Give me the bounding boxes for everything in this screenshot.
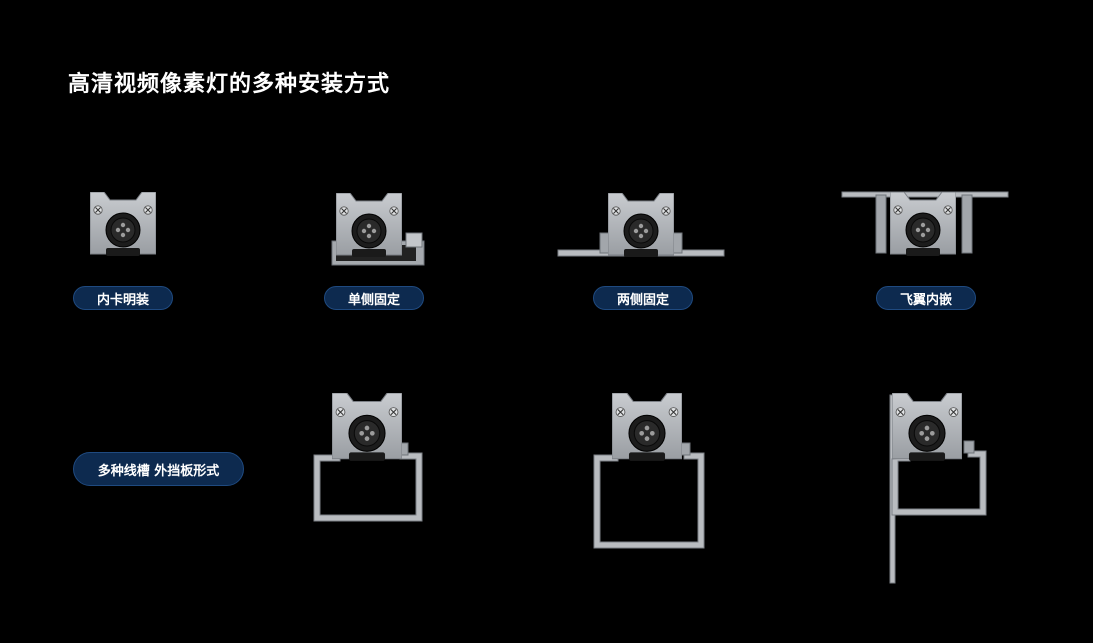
label-single-side: 单侧固定 bbox=[324, 286, 424, 310]
label-both-sides: 两侧固定 bbox=[593, 286, 693, 310]
mount-flying-wing-diagram bbox=[841, 190, 1009, 260]
mount-channel-c-diagram bbox=[888, 393, 990, 585]
mount-inner-clip-diagram bbox=[90, 192, 156, 258]
label-inner-clip: 内卡明装 bbox=[73, 286, 173, 310]
page-title: 高清视频像素灯的多种安装方式 bbox=[68, 72, 391, 97]
mount-single-side-diagram bbox=[331, 193, 425, 267]
mount-both-sides-diagram bbox=[557, 193, 725, 259]
mount-channel-a-diagram bbox=[312, 393, 426, 525]
label-multi-slot: 多种线槽 外挡板形式 bbox=[73, 452, 244, 486]
mount-channel-b-diagram bbox=[592, 393, 706, 551]
label-flying-wing: 飞翼内嵌 bbox=[876, 286, 976, 310]
